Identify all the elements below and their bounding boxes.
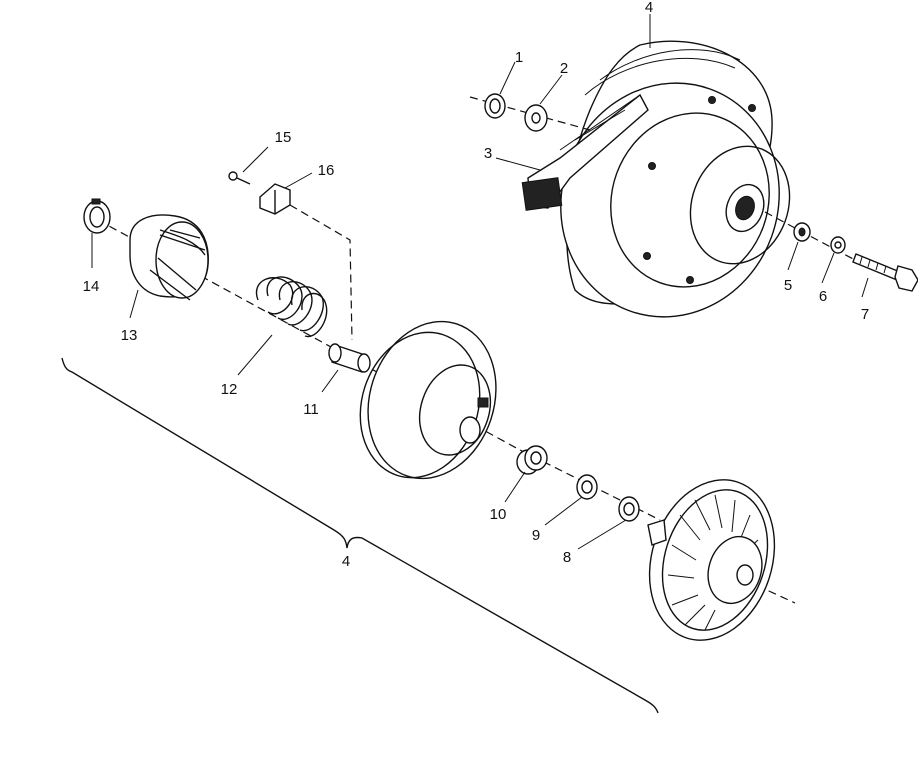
part-14-snap-ring [83, 198, 111, 234]
stationary-sheave [647, 479, 776, 641]
part-9-washer [576, 474, 598, 500]
label-6: 6 [818, 288, 828, 305]
label-3: 3 [483, 145, 493, 162]
driven-clutch-sheave-assembly [560, 40, 791, 318]
label-13: 13 [120, 327, 138, 344]
label-7: 7 [860, 306, 870, 323]
label-5: 5 [783, 277, 793, 294]
label-1: 1 [514, 49, 524, 66]
label-4-bracket: 4 [341, 553, 351, 570]
label-14: 14 [82, 278, 100, 295]
part-5-washer [793, 222, 811, 242]
label-10: 10 [489, 506, 507, 523]
part-12-spring [255, 276, 328, 338]
assembly-bracket [61, 357, 659, 714]
label-9: 9 [531, 527, 541, 544]
part-6-lockwasher [830, 236, 846, 254]
leader-lines [91, 14, 869, 550]
shaft-line-end [744, 579, 796, 604]
moveable-sheave [359, 320, 497, 480]
label-4-top: 4 [644, 0, 654, 16]
drive-belt [521, 93, 649, 211]
label-12: 12 [220, 381, 238, 398]
part-13-helix-cam [129, 214, 209, 301]
label-15: 15 [274, 129, 292, 146]
label-2: 2 [559, 60, 569, 77]
shaft-line-16 [289, 204, 353, 341]
part-2-washer [524, 104, 548, 132]
label-11: 11 [303, 401, 319, 418]
part-7-bolt [852, 253, 918, 292]
part-11-bushing [328, 343, 371, 373]
part-16-button [259, 183, 291, 215]
part-10-bushing [516, 445, 548, 475]
label-16: 16 [317, 162, 335, 179]
label-8: 8 [562, 549, 572, 566]
part-8-washer [618, 496, 640, 522]
part-1-spacer [484, 93, 506, 119]
part-15-screw [228, 171, 251, 185]
shaft-line-right [764, 211, 871, 269]
